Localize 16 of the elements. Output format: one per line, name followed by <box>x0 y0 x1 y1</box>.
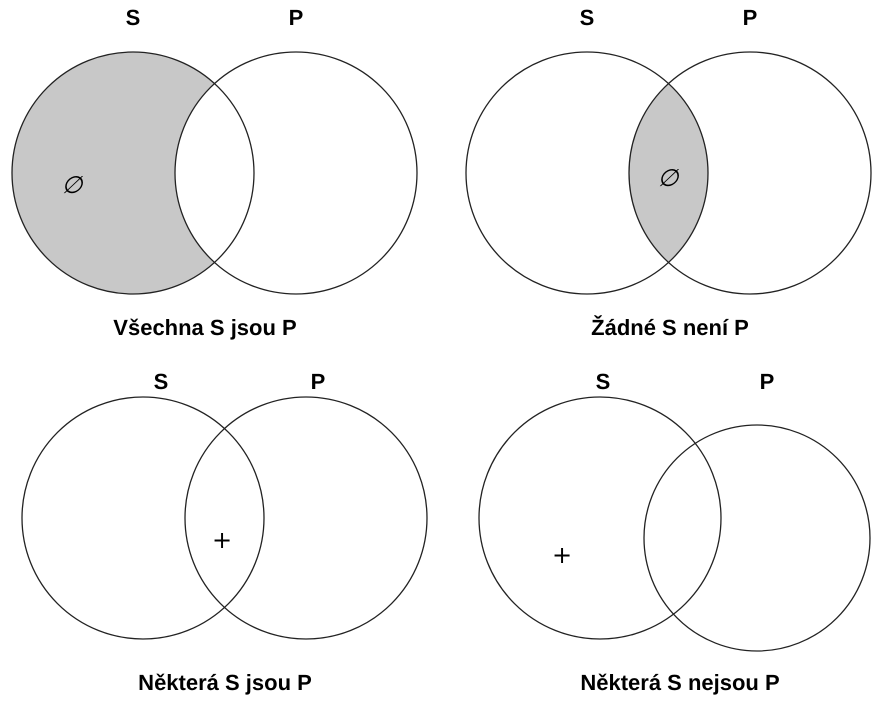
set-label: S <box>126 6 140 30</box>
caption: Žádné S není P <box>591 317 749 339</box>
plus-sign: + <box>552 543 572 567</box>
empty-set-symbol: ∅ <box>62 173 82 197</box>
set-label: S <box>596 370 610 394</box>
set-label: P <box>288 6 304 30</box>
set-label: S <box>580 6 594 30</box>
set-label: S <box>154 370 168 394</box>
set-label: P <box>310 370 326 394</box>
plus-sign: + <box>212 528 232 552</box>
set-label: P <box>742 6 758 30</box>
empty-set-symbol: ∅ <box>658 166 678 190</box>
set-label: P <box>760 370 774 394</box>
caption: Všechna S jsou P <box>113 317 297 339</box>
caption: Některá S jsou P <box>138 672 312 694</box>
caption: Některá S nejsou P <box>580 672 780 694</box>
